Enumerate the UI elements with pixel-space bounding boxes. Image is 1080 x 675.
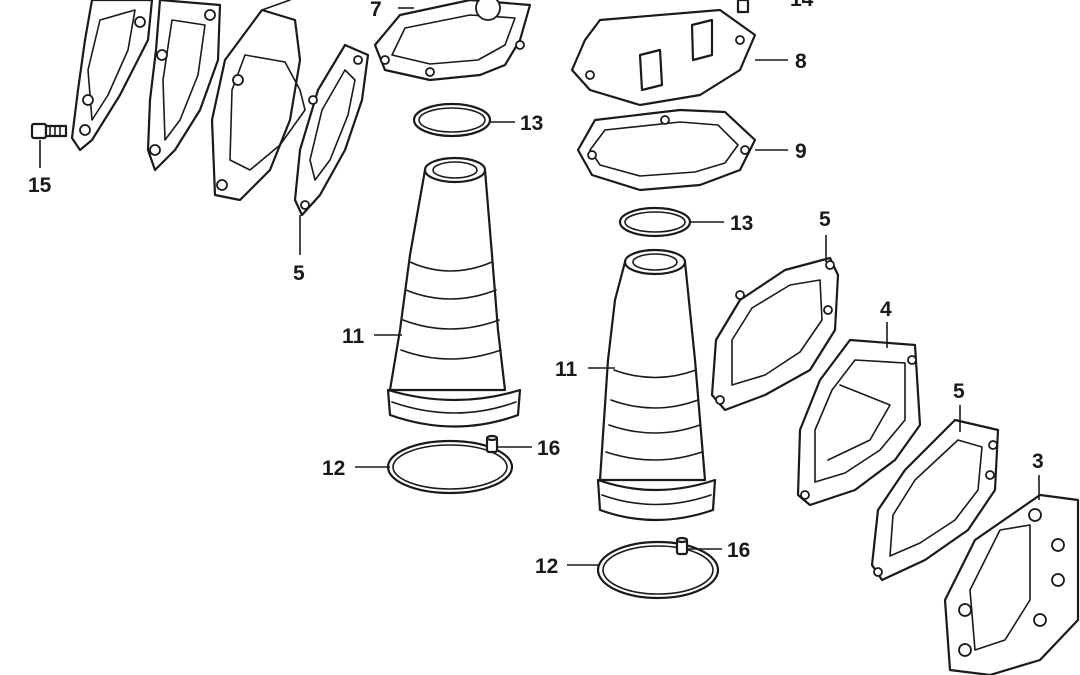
callout-15: 15 <box>28 174 52 197</box>
callout-8: 8 <box>795 50 807 73</box>
cover-plate-8 <box>570 8 757 107</box>
callout-12-right: 12 <box>535 555 558 578</box>
callout-5-top-left: 5 <box>293 262 305 285</box>
callout-11-left: 11 <box>342 325 365 348</box>
bolt-15 <box>30 122 68 140</box>
pin-16-left <box>485 434 499 454</box>
callout-12-left: 12 <box>322 457 345 480</box>
gasket-7 <box>373 0 532 82</box>
callout-9: 9 <box>795 140 807 163</box>
callout-13-right: 13 <box>730 212 753 235</box>
gasket-5-lower-right <box>870 418 1000 582</box>
gasket-9 <box>576 108 757 192</box>
callout-5-mid: 5 <box>819 208 831 231</box>
pin-16-right <box>675 536 689 556</box>
callout-7: 7 <box>370 0 382 21</box>
cover-3 <box>943 493 1080 675</box>
bolt-14 <box>736 0 750 14</box>
exhaust-tube-11-right <box>596 248 717 522</box>
callout-11-right: 11 <box>555 358 578 381</box>
callout-14-partial: 14 <box>790 0 814 11</box>
callout-13-left: 13 <box>520 112 543 135</box>
leader-lines <box>39 7 1040 566</box>
callout-4: 4 <box>880 298 892 321</box>
top-left-gasket <box>146 0 222 172</box>
exhaust-tube-11-left <box>386 156 522 428</box>
adapter-plate-4 <box>796 338 922 507</box>
callout-5-lower: 5 <box>953 380 965 403</box>
callout-3: 3 <box>1032 450 1044 473</box>
o-ring-12-right <box>596 540 720 600</box>
top-left-reed-block <box>210 0 306 202</box>
gasket-5-mid-right <box>710 256 840 412</box>
top-left-cover-plate <box>70 0 154 152</box>
o-ring-13-left <box>412 102 492 138</box>
callout-16-right: 16 <box>727 539 750 562</box>
gasket-5-top-left <box>293 43 370 217</box>
callout-16-left: 16 <box>537 437 560 460</box>
